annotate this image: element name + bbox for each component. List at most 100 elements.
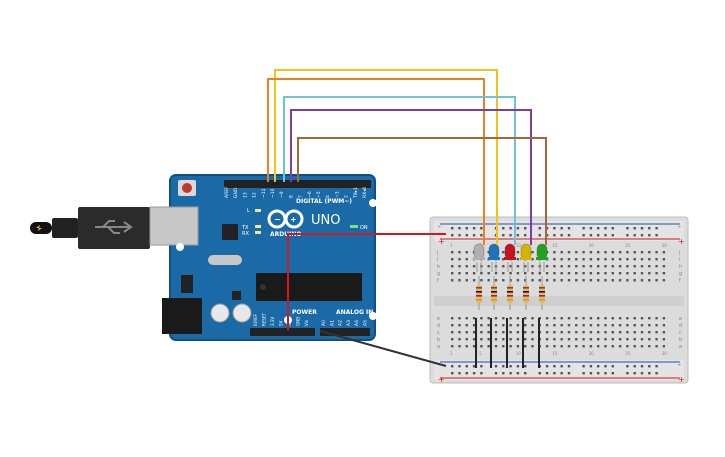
breadboard-hole xyxy=(648,345,651,348)
wire-red-power[interactable] xyxy=(287,233,446,330)
rail-hole xyxy=(567,372,571,375)
breadboard-hole xyxy=(597,324,600,327)
rail-hole xyxy=(502,227,505,230)
column-number: 25 xyxy=(625,351,631,356)
digital-pin-label: ~10 xyxy=(270,188,276,198)
column-number: 25 xyxy=(625,243,631,248)
breadboard-hole xyxy=(502,258,505,261)
resistor-band xyxy=(507,299,513,301)
digital-pin-label: 13 xyxy=(242,192,248,198)
usb-lightning-icon xyxy=(36,225,42,231)
column-number: 10 xyxy=(516,243,522,248)
wire-yellow[interactable] xyxy=(274,69,498,245)
resistor-2[interactable] xyxy=(491,276,497,310)
breadboard-hole xyxy=(662,317,666,320)
breadboard-hole xyxy=(502,272,505,275)
breadboard-hole xyxy=(597,279,600,282)
breadboard-hole xyxy=(487,272,490,275)
led-1[interactable] xyxy=(473,243,485,272)
led-body xyxy=(536,243,548,260)
rail-hole xyxy=(626,365,629,368)
breadboard-hole xyxy=(626,345,629,348)
breadboard-hole xyxy=(516,324,520,327)
breadboard-hole xyxy=(524,265,527,268)
rail-hole xyxy=(480,227,483,230)
resistor-body xyxy=(491,285,497,303)
tx-label: TX xyxy=(241,225,249,231)
led-5[interactable] xyxy=(536,243,548,272)
led-3[interactable] xyxy=(504,243,516,272)
analog-pin-label: A1 xyxy=(329,320,335,326)
rail-hole xyxy=(633,365,636,368)
breadboard-hole xyxy=(618,265,622,268)
breadboard-hole xyxy=(531,265,534,268)
resistor-3[interactable] xyxy=(507,276,513,310)
breadboard-hole xyxy=(487,338,490,341)
wire-brown[interactable] xyxy=(297,137,547,245)
breadboard-hole xyxy=(662,258,666,261)
digital-pin-label: 8 xyxy=(288,195,294,198)
breadboard-hole xyxy=(465,338,468,341)
breadboard-hole xyxy=(560,265,563,268)
breadboard-hole xyxy=(487,324,490,327)
breadboard-hole xyxy=(633,272,636,275)
led-2[interactable] xyxy=(488,243,500,272)
breadboard-hole xyxy=(655,265,658,268)
breadboard-hole xyxy=(553,272,556,275)
breadboard-hole xyxy=(640,345,644,348)
breadboard-hole xyxy=(553,258,556,261)
led-4[interactable] xyxy=(520,243,532,272)
breadboard-hole xyxy=(451,279,454,282)
breadboard-hole xyxy=(516,338,520,341)
small-component xyxy=(232,291,241,300)
resistor-body xyxy=(507,285,513,303)
wire-black-ground[interactable] xyxy=(319,330,447,367)
wire-cyan[interactable] xyxy=(283,96,516,245)
reset-button[interactable] xyxy=(182,183,192,193)
resistor-1[interactable] xyxy=(476,276,482,310)
breadboard-hole xyxy=(553,345,556,348)
rail-hole xyxy=(633,372,636,375)
breadboard-hole xyxy=(633,265,636,268)
rail-hole xyxy=(458,234,461,237)
resistor-4[interactable] xyxy=(523,276,529,310)
breadboard-hole xyxy=(618,317,622,320)
breadboard-hole xyxy=(611,258,614,261)
mounting-hole xyxy=(369,312,377,320)
resistor-band xyxy=(507,295,513,297)
breadboard-hole xyxy=(524,272,527,275)
rail-hole xyxy=(560,227,563,230)
breadboard-hole xyxy=(655,324,658,327)
breadboard-hole xyxy=(604,258,607,261)
breadboard-hole xyxy=(531,331,534,334)
breadboard-hole xyxy=(626,272,629,275)
rail-hole xyxy=(560,365,563,368)
rail-hole xyxy=(538,234,541,237)
breadboard-hole xyxy=(618,345,622,348)
analog-pin-label: A0 xyxy=(321,320,327,326)
arduino-uno-board[interactable]: L TX RX ON − + UNO ARDUINO DIGITAL (PWM~… xyxy=(30,174,377,341)
breadboard-hole xyxy=(451,317,454,320)
breadboard-hole xyxy=(662,272,666,275)
breadboard-hole xyxy=(545,338,549,341)
rail-hole xyxy=(472,227,476,230)
breadboard-hole xyxy=(662,279,666,282)
breadboard-hole xyxy=(531,338,534,341)
breadboard-hole xyxy=(648,317,651,320)
bottom-power-rail xyxy=(434,360,684,380)
wire-orange[interactable] xyxy=(267,78,485,245)
breadboard-hole xyxy=(472,324,476,327)
breadboard-hole xyxy=(633,338,636,341)
wire-purple[interactable] xyxy=(290,109,532,245)
rail-hole xyxy=(524,365,527,368)
rail-hole xyxy=(604,365,607,368)
breadboard-hole xyxy=(640,279,644,282)
breadboard-hole xyxy=(582,331,585,334)
rail-hole xyxy=(626,372,629,375)
breadboard-hole xyxy=(472,317,476,320)
breadboard-hole xyxy=(604,279,607,282)
resistor-5[interactable] xyxy=(539,276,545,310)
breadboard-hole xyxy=(662,345,666,348)
resistor-band xyxy=(476,299,482,301)
